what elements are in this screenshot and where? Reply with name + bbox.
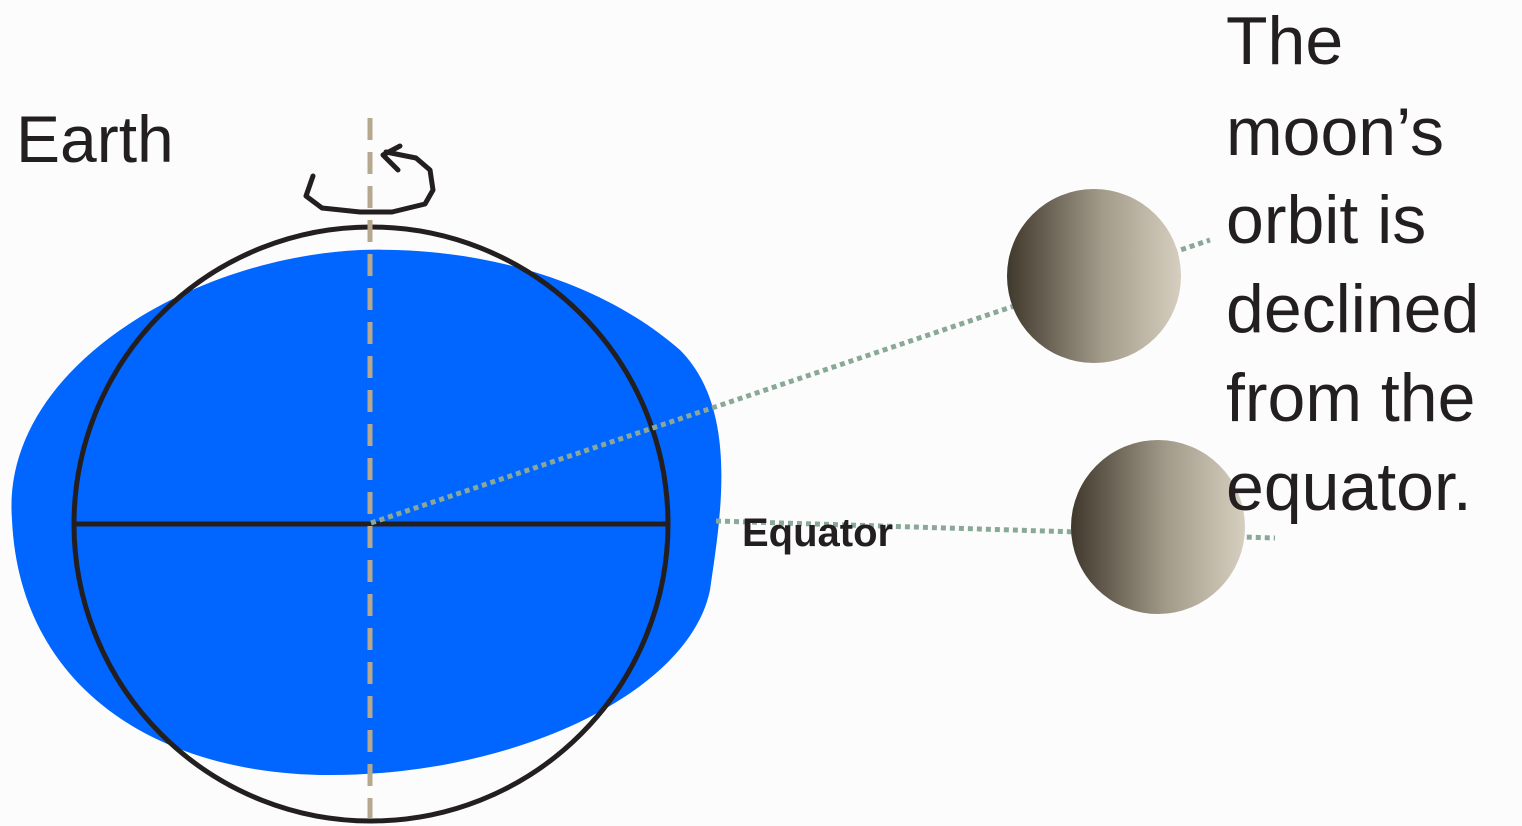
- moon-lower: [1071, 440, 1245, 614]
- caption-line: from the: [1226, 360, 1475, 436]
- caption-line: declined: [1226, 271, 1479, 347]
- equator-label: Equator: [742, 511, 893, 555]
- earth-label: Earth: [16, 102, 174, 176]
- caption-line: The: [1226, 3, 1343, 79]
- orbit-caption: The moon’s orbit is declined from the eq…: [1226, 3, 1479, 525]
- moon-upper: [1007, 189, 1181, 363]
- caption-line: orbit is: [1226, 182, 1426, 258]
- caption-line: moon’s: [1226, 94, 1444, 170]
- caption-line: equator.: [1226, 449, 1472, 525]
